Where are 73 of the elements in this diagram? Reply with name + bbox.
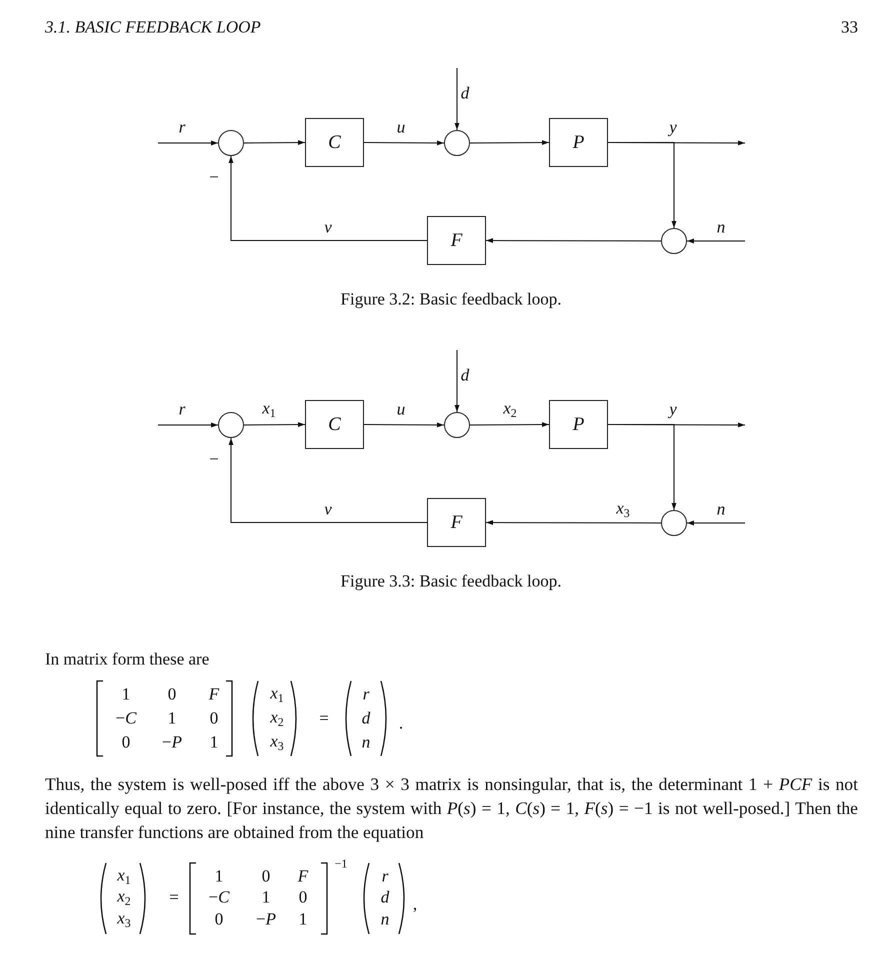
- signal-arrow: [158, 140, 218, 146]
- vector-entry: x$_{2}$: [270, 708, 284, 730]
- transfer-block: F: [427, 498, 486, 547]
- signal-arrow: [228, 438, 428, 523]
- signal-arrow: [608, 424, 676, 510]
- matrix-entry: 0: [210, 710, 218, 728]
- signal-arrow: [364, 422, 444, 428]
- signal-arrow: [686, 238, 746, 244]
- matrix-entry: 1: [214, 868, 224, 886]
- equals-sign: =: [319, 710, 329, 728]
- matrix-entry: 0: [214, 910, 224, 930]
- figure-caption: Figure 3.2: Basic feedback loop.: [340, 290, 562, 310]
- signal-arrow: [486, 520, 662, 525]
- vector-entry: x$_{1}$: [270, 684, 284, 706]
- vector-entry: r: [382, 868, 388, 886]
- signal-arrow: [686, 520, 746, 526]
- transfer-block: F: [427, 216, 486, 265]
- matrix-entry: 0: [262, 868, 270, 886]
- summing-junction: [661, 510, 687, 536]
- matrix-entry: 0: [168, 686, 176, 704]
- matrix-entry: 1: [298, 910, 308, 930]
- page-number: 33: [841, 18, 858, 38]
- matrix-entry: 1: [262, 888, 270, 908]
- vector-entry: d: [362, 710, 370, 728]
- vector-entry: x$_{2}$: [117, 888, 131, 908]
- matrix-entry: 0: [298, 888, 308, 908]
- signal-arrow: [486, 238, 662, 243]
- summing-junction: [661, 228, 687, 254]
- body-text: In matrix form these are: [45, 650, 210, 670]
- summing-junction: [218, 412, 244, 438]
- vector-entry: n: [362, 734, 370, 752]
- matrix-entry: −P: [256, 910, 276, 930]
- signal-arrow: [364, 140, 444, 146]
- minus-sign: −: [209, 168, 219, 188]
- summing-junction: [444, 130, 470, 156]
- summing-junction: [218, 130, 244, 156]
- matrix-entry: −C: [208, 888, 230, 908]
- exponent: −1: [334, 857, 348, 871]
- matrix-entry: F: [208, 686, 220, 704]
- figure-caption: Figure 3.3: Basic feedback loop.: [340, 572, 562, 592]
- signal-arrow: [454, 68, 460, 130]
- minus-sign: −: [209, 450, 219, 470]
- equals-sign: =: [169, 888, 179, 908]
- vector-entry: r: [362, 686, 370, 704]
- transfer-block: P: [549, 400, 608, 449]
- matrix-entry: 1: [210, 734, 218, 752]
- signal-arrow: [244, 140, 306, 145]
- punctuation: ,: [412, 896, 418, 914]
- signal-arrow: [244, 422, 306, 427]
- signal-arrow: [454, 350, 460, 412]
- vector-entry: x$_{3}$: [117, 910, 131, 930]
- matrix-entry: 0: [122, 734, 130, 752]
- signal-arrow: [470, 422, 550, 427]
- signal-arrow: [470, 140, 550, 145]
- matrix-entry: −P: [162, 734, 182, 752]
- running-head: 3.1. BASIC FEEDBACK LOOP: [45, 18, 261, 38]
- signal-arrow: [608, 142, 676, 228]
- transfer-block: P: [549, 118, 608, 167]
- transfer-block: C: [305, 400, 364, 449]
- transfer-block: C: [305, 118, 364, 167]
- vector-entry: n: [380, 910, 390, 930]
- signal-arrow: [228, 156, 428, 241]
- signal-arrow: [158, 422, 218, 428]
- summing-junction: [444, 412, 470, 438]
- vector-entry: d: [380, 888, 390, 908]
- punctuation: .: [398, 714, 404, 734]
- body-text: Thus, the system is well-posed iff the above 3 × 3 matrix is nonsingular, that is, the determinant 1 + PCF is not identically equal to zero. [For instance, the system with P(s) = 1, C(s) = 1, F(s) = −1 is not well-posed.] Then the nine transfer functions are obtained from the equation: [45, 773, 858, 844]
- vector-entry: x$_{3}$: [270, 732, 284, 754]
- matrix-entry: 1: [168, 710, 176, 728]
- matrix-entry: F: [298, 868, 308, 886]
- matrix-entry: −C: [116, 710, 136, 728]
- matrix-entry: 1: [122, 686, 130, 704]
- vector-entry: x$_{1}$: [117, 866, 131, 888]
